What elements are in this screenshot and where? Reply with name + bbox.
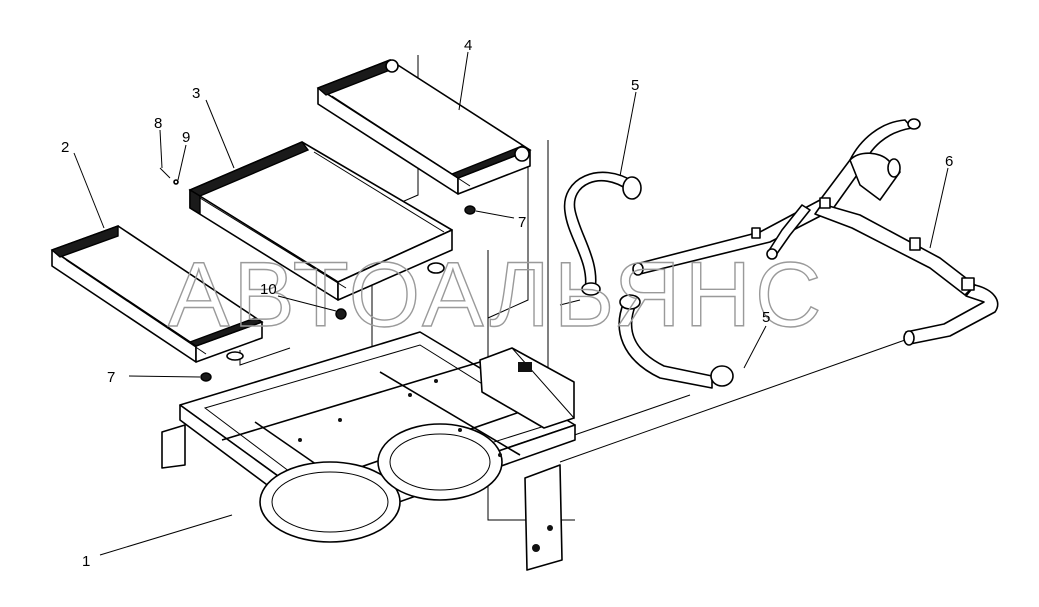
leader-6 — [929, 167, 949, 249]
callout-9: 9 — [182, 129, 190, 146]
callout-10: 10 — [260, 281, 277, 298]
nut-7-left — [200, 372, 212, 382]
callout-4: 4 — [464, 37, 472, 54]
radiator-upper — [316, 58, 532, 195]
pipe-assembly-6 — [632, 118, 999, 346]
leader-3 — [205, 99, 235, 169]
bolt-8 — [159, 167, 171, 179]
leader-7b — [475, 210, 515, 219]
leader-9 — [177, 144, 187, 181]
leader-7a — [128, 375, 201, 378]
callout-2: 2 — [61, 139, 69, 156]
watermark-text: АВТОАЛЬЯНС — [168, 244, 826, 346]
nut-7-right — [464, 205, 476, 215]
hose-5-lower — [618, 294, 734, 389]
leader-10 — [277, 295, 337, 312]
callout-8: 8 — [154, 115, 162, 132]
radiator-left — [50, 225, 264, 363]
callout-3: 3 — [192, 85, 200, 102]
leader-5a — [619, 91, 637, 177]
leader-lines — [73, 51, 949, 556]
callout-5-upper: 5 — [631, 77, 639, 94]
callout-7-left: 7 — [107, 369, 115, 386]
frame-base — [161, 331, 576, 571]
radiator-core — [188, 141, 453, 301]
leader-5b — [743, 325, 767, 369]
callout-5-lower: 5 — [762, 309, 770, 326]
callout-1: 1 — [82, 553, 90, 570]
washer-10 — [335, 308, 347, 320]
callout-6: 6 — [945, 153, 953, 170]
leader-4 — [458, 51, 469, 111]
leader-8 — [159, 129, 163, 169]
callout-labels: 1 2 3 4 5 5 6 7 7 8 9 10 — [61, 37, 953, 570]
hose-5-upper — [563, 171, 642, 296]
callout-7-right: 7 — [518, 214, 526, 231]
fasteners — [159, 167, 476, 382]
leader-1 — [99, 514, 233, 556]
washer-9 — [173, 179, 179, 185]
leader-2 — [73, 152, 105, 229]
